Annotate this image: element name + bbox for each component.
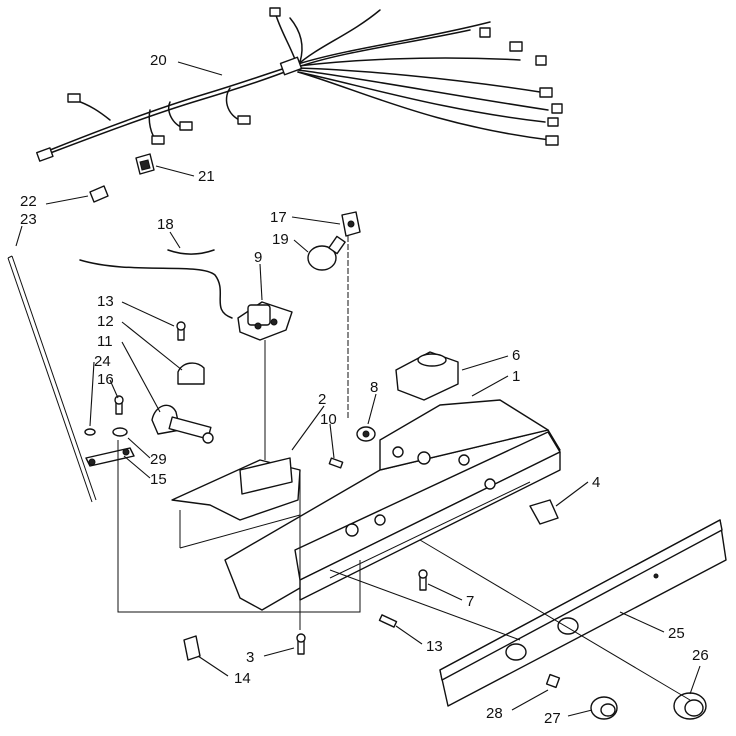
callout-24: 24 xyxy=(94,353,111,370)
switch-9 xyxy=(237,301,293,341)
screw-3 xyxy=(296,633,306,655)
callout-8: 8 xyxy=(370,379,378,396)
callout-16: 16 xyxy=(97,371,114,388)
washer-29 xyxy=(112,427,128,437)
assembly-guide-lines xyxy=(117,440,691,701)
callout-labels: 20 21 22 23 18 17 19 9 13 12 11 24 16 6 … xyxy=(20,52,709,727)
callout-22: 22 xyxy=(20,193,37,210)
callout-17: 17 xyxy=(270,209,287,226)
control-panel-25 xyxy=(439,519,727,707)
callout-6: 6 xyxy=(512,347,520,364)
callout-7: 7 xyxy=(466,593,474,610)
callout-21: 21 xyxy=(198,168,215,185)
callout-27: 27 xyxy=(544,710,561,727)
callout-29: 29 xyxy=(150,451,167,468)
callout-10: 10 xyxy=(320,411,337,428)
callout-26: 26 xyxy=(692,647,709,664)
callout-4: 4 xyxy=(592,474,600,491)
capillary-tube-18 xyxy=(79,249,233,319)
timer-6 xyxy=(395,351,459,401)
callout-19: 19 xyxy=(272,231,289,248)
screw-13-bottom xyxy=(378,614,398,628)
callout-1: 1 xyxy=(512,368,520,385)
linkage-15 xyxy=(85,447,135,467)
bracket-2 xyxy=(171,457,301,549)
screw-16 xyxy=(114,395,124,415)
callout-28: 28 xyxy=(486,705,503,722)
callout-11: 11 xyxy=(97,333,113,350)
control-housing-1 xyxy=(224,399,561,611)
callout-12: 12 xyxy=(97,313,114,330)
shaft-11 xyxy=(151,404,214,444)
grommet-8 xyxy=(356,426,376,442)
switch-4 xyxy=(529,499,559,525)
callout-23: 23 xyxy=(20,211,37,228)
screw-13-top xyxy=(176,321,186,341)
screw-10 xyxy=(328,457,344,469)
clamp-12 xyxy=(177,362,205,385)
insert-28 xyxy=(545,673,561,689)
callout-25: 25 xyxy=(668,625,685,642)
wiring-harness xyxy=(36,7,563,162)
knob-26 xyxy=(673,692,707,720)
rod-23 xyxy=(7,255,97,503)
screw-7 xyxy=(418,569,428,591)
clip-22 xyxy=(89,185,109,203)
callout-3: 3 xyxy=(246,649,254,666)
callout-leaders xyxy=(15,61,701,717)
callout-14: 14 xyxy=(234,670,251,687)
clip-14 xyxy=(183,635,201,661)
knob-27 xyxy=(590,696,618,720)
callout-13-top: 13 xyxy=(97,293,114,310)
callout-15: 15 xyxy=(150,471,167,488)
light-bulb-19 xyxy=(307,235,346,271)
callout-13-bottom: 13 xyxy=(426,638,443,655)
callout-18: 18 xyxy=(157,216,174,233)
lamp-socket-17 xyxy=(341,211,361,237)
callout-2: 2 xyxy=(318,391,326,408)
connector-21 xyxy=(135,153,155,175)
washer-24 xyxy=(84,428,96,436)
callout-20: 20 xyxy=(150,52,167,69)
callout-9: 9 xyxy=(254,249,262,266)
